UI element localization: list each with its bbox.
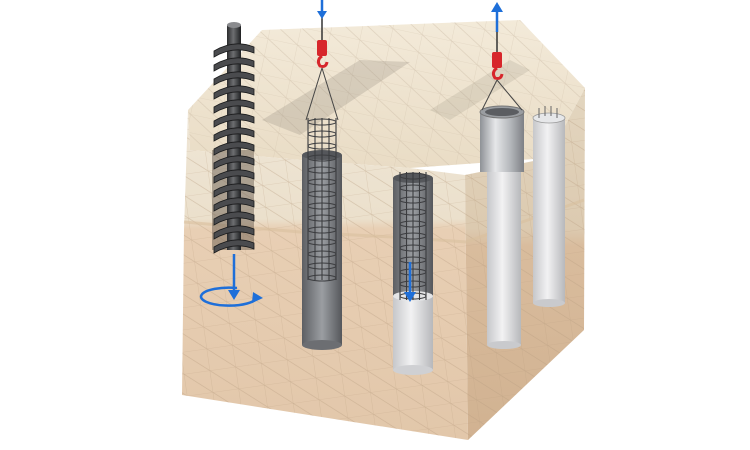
rebar-hoop: [399, 172, 427, 180]
auger-flight: [213, 197, 255, 212]
rebar-hoop: [307, 250, 337, 258]
rebar-hoop: [307, 238, 337, 246]
auger-drill: [212, 22, 255, 254]
up-arrow-icon: [491, 2, 503, 32]
rebar-hoop: [307, 142, 337, 150]
rebar-hoop: [307, 166, 337, 174]
auger-icon: [213, 43, 255, 254]
auger-flight: [213, 43, 255, 58]
concrete-pile-4: [487, 140, 521, 345]
rebar-hoop: [307, 202, 337, 210]
concrete-column-icon: [393, 296, 433, 370]
down-arrow-icon: [404, 262, 416, 302]
finished-pile-icon: [532, 106, 566, 307]
rebar-hoop: [307, 214, 337, 222]
crane-hook-icon: [481, 14, 523, 111]
concrete-pour: [393, 172, 433, 375]
steel-casing-icon: [480, 112, 524, 172]
rebar-hoop: [399, 196, 427, 204]
auger-flight: [213, 155, 255, 170]
auger-flight: [213, 85, 255, 100]
rebar-hoop: [307, 178, 337, 186]
down-arrow-icon: [228, 254, 240, 300]
rotation-arrow-icon: [199, 286, 263, 307]
rebar-cage-icon: [307, 118, 337, 282]
rebar-hoop: [307, 154, 337, 162]
auger-flight: [213, 169, 255, 184]
rebar-hoop: [399, 244, 427, 252]
auger-flight: [213, 57, 255, 72]
auger-flight: [213, 183, 255, 198]
down-arrow-icon: [317, 0, 327, 19]
auger-flight: [213, 127, 255, 142]
auger-flight: [213, 211, 255, 226]
rebar-hoop: [307, 262, 337, 270]
rebar-hoop: [307, 226, 337, 234]
rebar-hoop: [399, 256, 427, 264]
rebar-hoop: [399, 220, 427, 228]
auger-flight: [213, 225, 255, 240]
rebar-hoop: [307, 190, 337, 198]
steel-casing-extraction: [479, 105, 525, 349]
auger-flight: [213, 141, 255, 156]
rebar-hoop: [399, 184, 427, 192]
rebar-hoop: [307, 130, 337, 138]
rebar-hoop: [399, 268, 427, 276]
rebar-hoop: [399, 280, 427, 288]
rebar-cage-lowering: [302, 118, 342, 350]
rebar-hoop: [307, 274, 337, 282]
auger-flight: [213, 239, 255, 254]
rebar-hoop: [399, 232, 427, 240]
rebar-hoop: [399, 208, 427, 216]
rebar-cage-icon: [399, 172, 427, 300]
rebar-hoop: [307, 118, 337, 126]
auger-flight: [213, 113, 255, 128]
auger-flight: [213, 99, 255, 114]
auger-flight: [213, 71, 255, 86]
